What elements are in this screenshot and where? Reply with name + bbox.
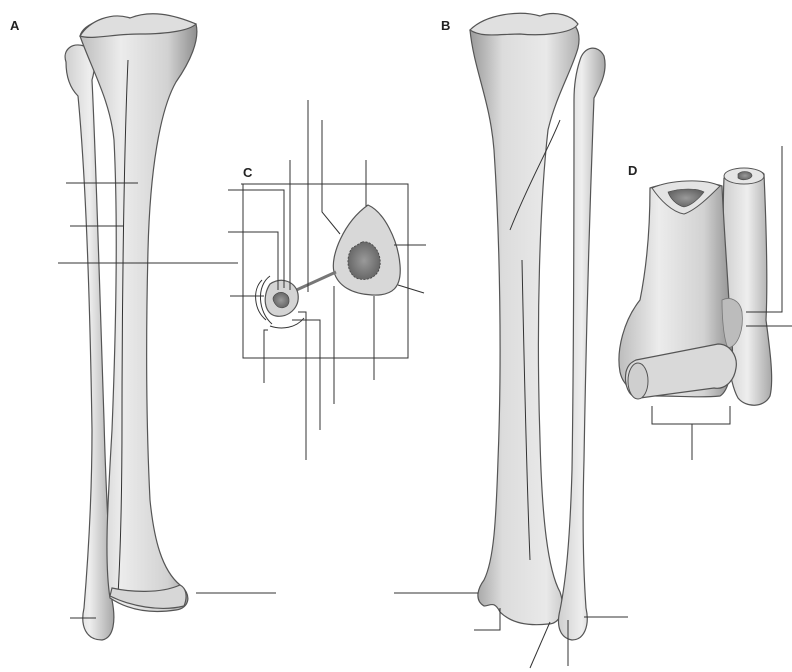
tibial-plateau-posterior (470, 13, 578, 35)
panel-label-b: B (441, 18, 450, 33)
interosseous-membrane (292, 272, 336, 292)
fibula-distal-marrow (738, 172, 752, 180)
panel-label-a: A (10, 18, 19, 33)
distal-end-view (619, 146, 792, 460)
tibia-posterior (470, 17, 579, 625)
posterior-view (394, 13, 628, 668)
panel-label-c: C (243, 165, 252, 180)
tibia-marrow-cavity (348, 242, 380, 280)
panel-label-d: D (628, 163, 637, 178)
fibula-posterior (559, 48, 606, 640)
cross-section-view (228, 100, 426, 460)
